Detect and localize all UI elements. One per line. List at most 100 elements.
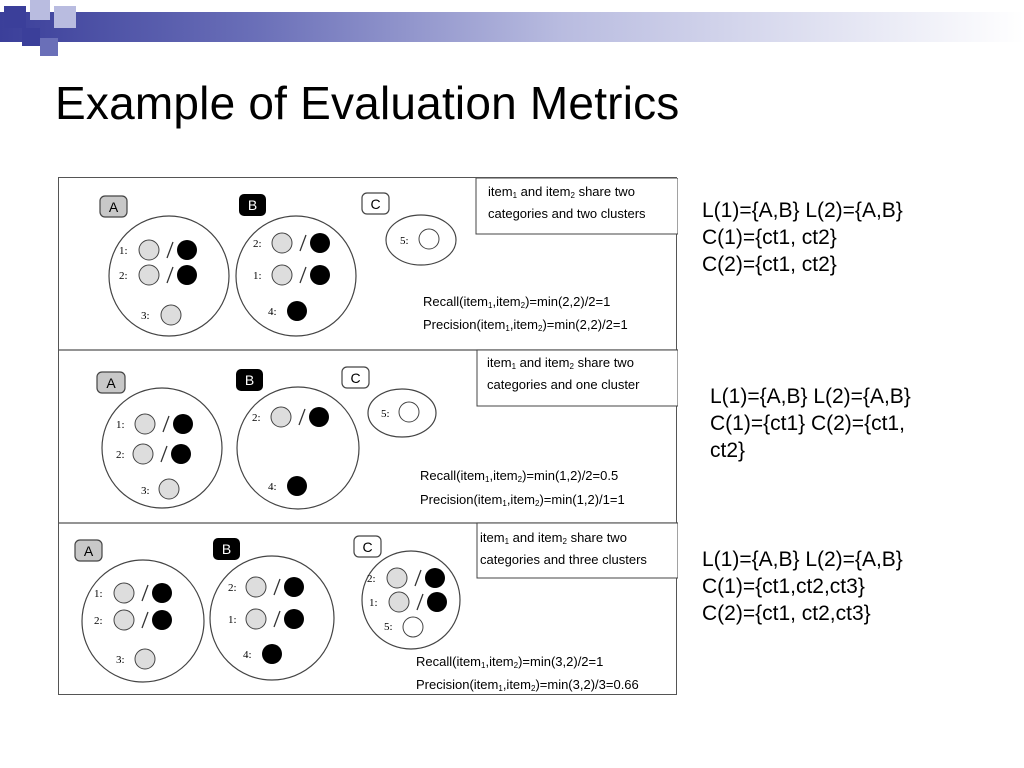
item-label: 1:: [369, 597, 378, 609]
slash: [414, 569, 422, 587]
black-item: [152, 610, 172, 630]
gray-item: [134, 648, 156, 670]
gray-item: [271, 232, 293, 254]
item-label: 5:: [381, 408, 390, 420]
black-item: [287, 476, 307, 496]
slash: [166, 266, 174, 284]
slash: [416, 593, 424, 611]
group-label-c: C: [350, 370, 360, 386]
recall-formula: Recall(item1,item2)=min(3,2)/2=1: [416, 654, 603, 670]
note-line: C(1)={ct1, ct2}: [702, 226, 837, 249]
black-item: [262, 644, 282, 664]
recall-formula: Recall(item1,item2)=min(1,2)/2=0.5: [420, 468, 618, 484]
slash: [141, 584, 149, 602]
precision-formula: Precision(item1,item2)=min(2,2)/2=1: [423, 317, 628, 333]
note-line: L(1)={A,B} L(2)={A,B}: [702, 548, 903, 571]
decor-square-4: [22, 28, 40, 46]
gray-item: [134, 413, 156, 435]
black-item: [177, 240, 197, 260]
item-label: 3:: [141, 485, 150, 497]
cluster-c-ellipse: [385, 214, 457, 266]
item-label: 1:: [119, 245, 128, 257]
note-line: C(1)={ct1} C(2)={ct1,: [710, 412, 905, 435]
cluster-b-circle: [235, 215, 357, 337]
group-label-b-box: [236, 369, 263, 391]
gray-item: [160, 304, 182, 326]
slash: [141, 611, 149, 629]
group-label-b: B: [222, 541, 231, 557]
group-label-b: B: [248, 197, 257, 213]
black-item: [284, 609, 304, 629]
item-label: 5:: [400, 235, 409, 247]
black-item: [152, 583, 172, 603]
item-label: 3:: [141, 310, 150, 322]
header-gradient-bar: [0, 12, 1024, 42]
slash: [273, 610, 281, 628]
figure-canvas: A B C 1: 2: 3: 2: 1: 4: 5:: [59, 178, 678, 693]
black-item: [310, 265, 330, 285]
gray-item: [388, 591, 410, 613]
caption-box: [476, 522, 678, 579]
evaluation-figure: A B C 1: 2: 3: 2: 1: 4: 5:: [58, 177, 678, 695]
recall-formula: Recall(item1,item2)=min(2,2)/2=1: [423, 294, 610, 310]
black-item: [425, 568, 445, 588]
group-label-c-box: [341, 366, 370, 389]
black-item: [173, 414, 193, 434]
item-label: 2:: [116, 449, 125, 461]
item-label: 4:: [268, 481, 277, 493]
cluster-c-ellipse: [367, 388, 437, 438]
white-item: [398, 401, 420, 423]
cluster-b-circle: [236, 386, 360, 510]
note-line: L(1)={A,B} L(2)={A,B}: [710, 385, 911, 408]
cluster-b-circle: [209, 555, 335, 681]
slash: [299, 266, 307, 284]
notes-block-3: L(1)={A,B} L(2)={A,B} C(1)={ct1,ct2,ct3}…: [702, 546, 903, 627]
slide-title: Example of Evaluation Metrics: [55, 77, 680, 129]
decor-square-5: [40, 38, 58, 56]
note-line: L(1)={A,B} L(2)={A,B}: [702, 199, 903, 222]
notes-block-1: L(1)={A,B} L(2)={A,B} C(1)={ct1, ct2} C(…: [702, 197, 903, 278]
gray-item: [270, 406, 292, 428]
item-label: 1:: [253, 270, 262, 282]
notes-block-2: L(1)={A,B} L(2)={A,B} C(1)={ct1} C(2)={c…: [710, 383, 911, 464]
slash: [273, 578, 281, 596]
gray-item: [113, 609, 135, 631]
caption-line-2: categories and two clusters: [488, 206, 646, 221]
group-label-a: A: [84, 543, 94, 559]
gray-item: [245, 608, 267, 630]
group-label-c: C: [370, 196, 380, 212]
gray-item: [113, 582, 135, 604]
group-label-b: B: [245, 372, 254, 388]
black-item: [171, 444, 191, 464]
precision-formula: Precision(item1,item2)=min(3,2)/3=0.66: [416, 677, 639, 693]
gray-item: [158, 478, 180, 500]
cluster-a-circle: [81, 559, 205, 683]
group-label-a: A: [106, 375, 116, 391]
item-label: 4:: [268, 306, 277, 318]
decor-square-2: [30, 0, 50, 20]
item-label: 1:: [94, 588, 103, 600]
group-label-b-box: [213, 538, 240, 560]
group-label-c: C: [362, 539, 372, 555]
panel-1: A B C 1: 2: 3: 2: 1: 4: 5:: [99, 178, 678, 337]
item-label: 2:: [228, 582, 237, 594]
group-label-a-box: [96, 371, 126, 394]
item-label: 1:: [116, 419, 125, 431]
group-label-c-box: [353, 535, 382, 558]
item-label: 2:: [252, 412, 261, 424]
white-item: [402, 616, 424, 638]
slash: [298, 408, 306, 426]
group-label-a-box: [99, 195, 128, 218]
black-item: [287, 301, 307, 321]
item-label: 2:: [253, 238, 262, 250]
gray-item: [386, 567, 408, 589]
group-label-c-box: [361, 192, 390, 215]
group-label-b-box: [239, 194, 266, 216]
item-label: 1:: [228, 614, 237, 626]
note-line: ct2}: [710, 439, 746, 462]
decor-square-3: [54, 6, 76, 28]
group-label-a-box: [74, 539, 103, 562]
decor-square-1: [4, 6, 26, 28]
black-item: [310, 233, 330, 253]
caption-box: [476, 349, 678, 407]
